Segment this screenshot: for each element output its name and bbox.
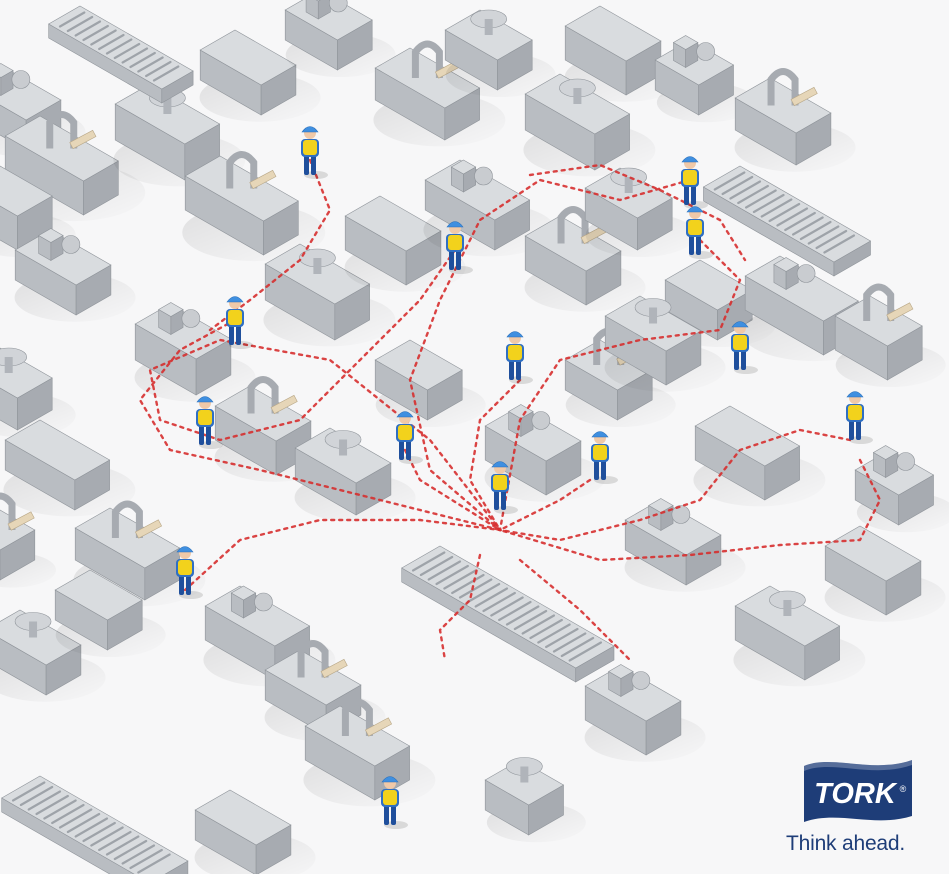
worker-figure bbox=[846, 391, 873, 444]
machine-block bbox=[194, 789, 316, 874]
worker-figure bbox=[176, 546, 203, 599]
machine-block bbox=[584, 167, 696, 257]
machine-block bbox=[584, 664, 706, 762]
worker-figure bbox=[196, 396, 223, 449]
machine-block bbox=[182, 151, 326, 262]
machine-block bbox=[0, 347, 76, 437]
brand-block: TORK ® Think ahead. bbox=[786, 752, 936, 862]
machine-block bbox=[444, 9, 556, 97]
machine-block bbox=[834, 283, 946, 387]
footprint-trail bbox=[498, 238, 742, 532]
worker-figure bbox=[491, 461, 518, 514]
machine-block bbox=[199, 29, 321, 122]
machine-block bbox=[824, 525, 946, 622]
machine-block bbox=[284, 0, 396, 77]
worker-figure bbox=[446, 221, 473, 274]
worker-figure bbox=[226, 296, 253, 349]
worker-figure bbox=[686, 206, 713, 259]
footprint-trail bbox=[148, 248, 502, 532]
worker-figure bbox=[681, 156, 708, 209]
conveyor-belt bbox=[1, 775, 189, 874]
worker-figure bbox=[506, 331, 533, 384]
machine-block bbox=[374, 339, 486, 427]
footprint-trail bbox=[468, 378, 522, 532]
worker-figure bbox=[591, 431, 618, 484]
machine-block bbox=[263, 243, 396, 347]
machine-block bbox=[484, 404, 606, 502]
footprint-trails-layer bbox=[138, 158, 882, 662]
worker-figure bbox=[381, 776, 408, 829]
footprint-trail bbox=[498, 428, 852, 542]
registered-mark: ® bbox=[900, 784, 907, 794]
footprint-trail bbox=[498, 478, 592, 532]
machine-block bbox=[373, 40, 506, 147]
machine-block bbox=[303, 698, 436, 807]
machine-block bbox=[733, 585, 866, 687]
machine-block bbox=[134, 302, 256, 402]
tagline: Think ahead. bbox=[786, 832, 906, 855]
machine-block bbox=[734, 68, 856, 172]
machine-block bbox=[484, 757, 586, 843]
tork-logo: TORK ® bbox=[804, 760, 912, 822]
conveyor-belt bbox=[401, 545, 615, 683]
worker-figure bbox=[301, 126, 328, 179]
conveyor-belt bbox=[702, 165, 872, 277]
machine-block bbox=[654, 35, 756, 123]
machine-block bbox=[604, 295, 726, 392]
machine-block bbox=[54, 569, 166, 657]
machine-block bbox=[523, 73, 656, 177]
machine-block bbox=[3, 419, 136, 517]
worker-figure bbox=[731, 321, 758, 374]
footprint-trail bbox=[138, 318, 502, 532]
footprint-trail bbox=[528, 163, 747, 262]
conveyor-belt bbox=[48, 5, 194, 104]
machine-block bbox=[0, 609, 106, 702]
footprint-trail bbox=[518, 558, 632, 662]
footprint-trail bbox=[498, 458, 882, 562]
machine-block bbox=[854, 445, 949, 533]
machine-block bbox=[0, 165, 76, 257]
footprint-trail bbox=[438, 553, 482, 662]
worker-figure bbox=[396, 411, 423, 464]
footprint-trail bbox=[183, 518, 502, 592]
workers-layer bbox=[176, 126, 873, 829]
footprint-trail bbox=[403, 448, 502, 532]
machine-block bbox=[14, 228, 136, 322]
logo-text: TORK bbox=[814, 778, 898, 810]
machine-block bbox=[0, 492, 56, 588]
